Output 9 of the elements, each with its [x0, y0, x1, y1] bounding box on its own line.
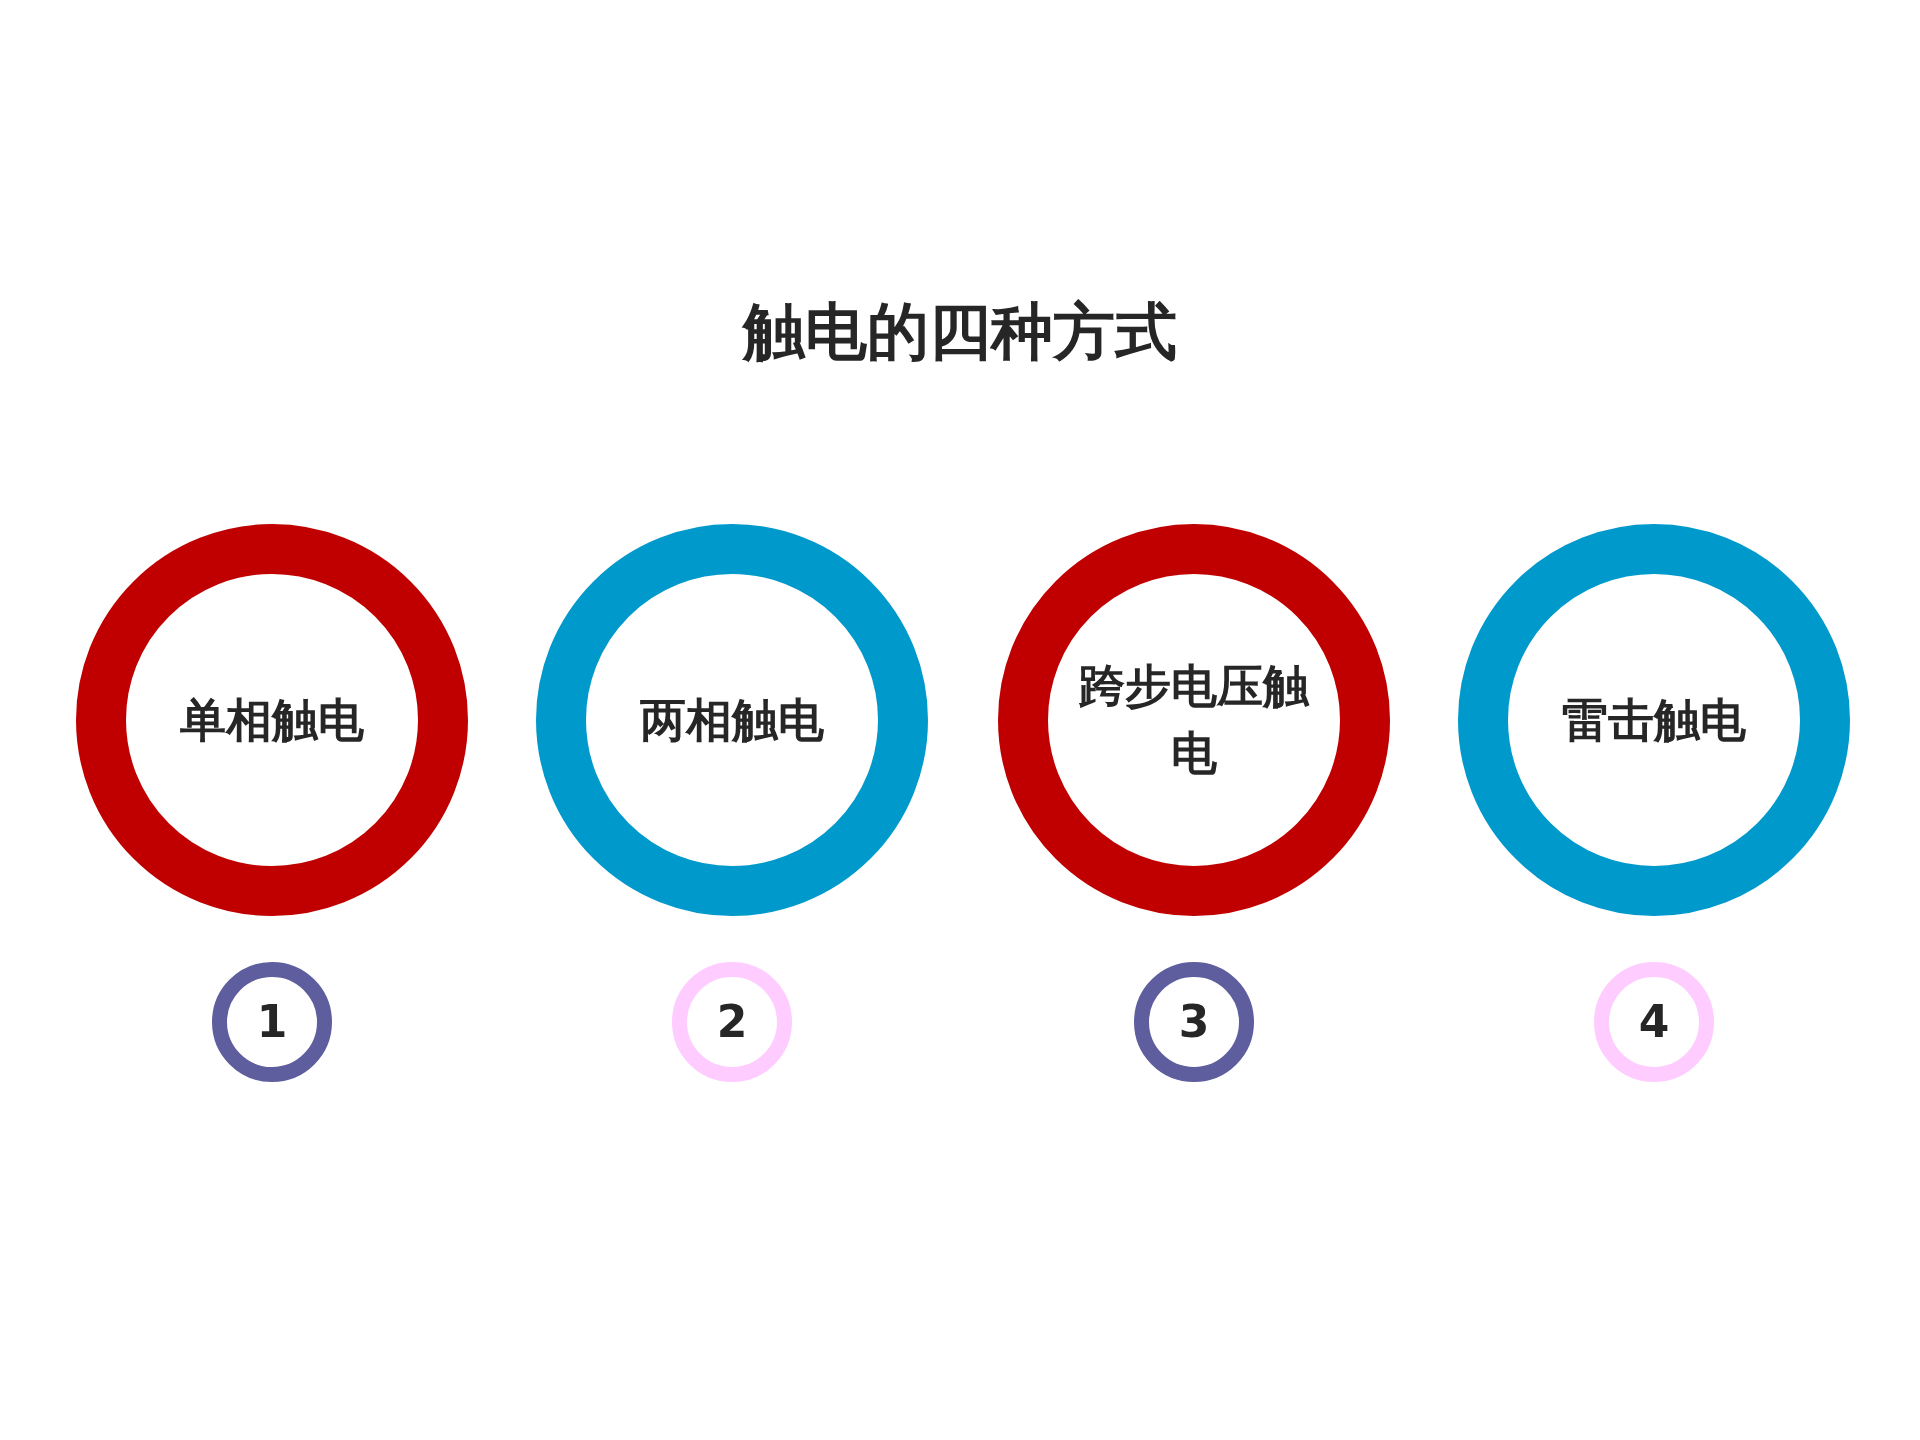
circle-label: 单相触电: [180, 691, 364, 749]
step-number: 2: [716, 995, 748, 1050]
step-number: 3: [1178, 995, 1210, 1050]
title: 触电的四种方式: [743, 294, 1177, 370]
circle-label: 跨步电压触电: [1079, 658, 1309, 782]
step-number: 1: [256, 995, 288, 1050]
circle-label: 两相触电: [640, 691, 824, 749]
circle-label: 雷击触电: [1562, 691, 1746, 749]
step-number: 4: [1638, 995, 1670, 1050]
